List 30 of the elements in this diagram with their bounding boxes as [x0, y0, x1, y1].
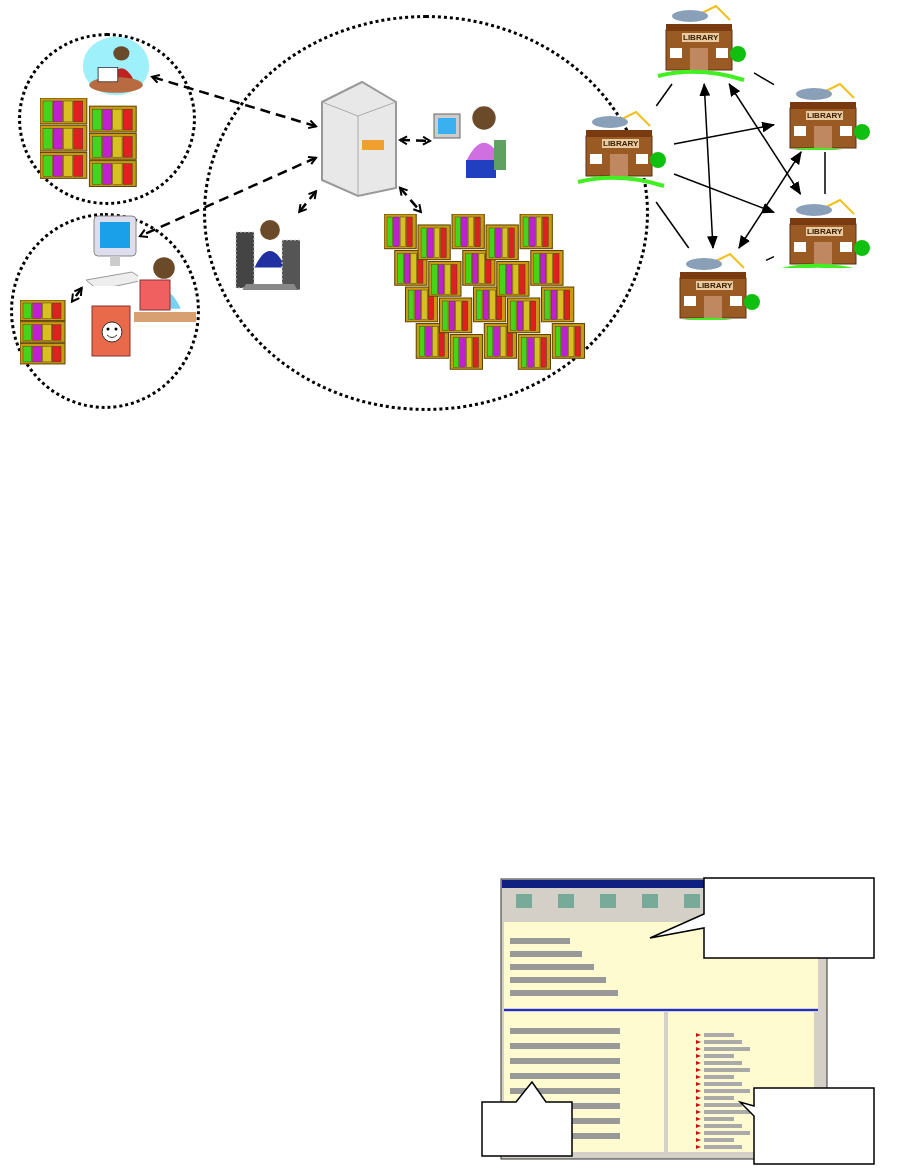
arrow [673, 173, 775, 214]
arrow [673, 121, 776, 145]
double-arrow [151, 74, 317, 130]
connector-line [753, 72, 775, 86]
double-arrow [139, 155, 317, 238]
server-icon [318, 80, 398, 198]
dotted-group-circle [203, 15, 649, 411]
person-at-computer-drawing [432, 104, 508, 180]
double-arrow [298, 190, 317, 213]
person-at-desk-drawing [82, 36, 150, 96]
book-icon [88, 302, 134, 358]
sign-text: LIBRARY [806, 227, 844, 236]
callout-box [738, 1086, 876, 1166]
dotted-group-circle [10, 213, 200, 409]
double-arrow [699, 82, 718, 250]
callout-box [480, 1080, 574, 1158]
callout-box [648, 876, 876, 960]
double-arrow [738, 151, 802, 249]
dotted-group-circle [18, 33, 196, 205]
sign-text: LIBRARY [682, 33, 720, 42]
sign-text: LIBRARY [696, 281, 734, 290]
double-arrow [71, 287, 83, 303]
connector-line [824, 151, 826, 195]
double-arrow [399, 135, 431, 146]
double-arrow [399, 186, 422, 213]
connector-line [655, 83, 673, 107]
connector-line [765, 255, 775, 262]
double-arrow [728, 83, 802, 195]
sign-text: LIBRARY [602, 139, 640, 148]
sign-text: LIBRARY [806, 111, 844, 120]
